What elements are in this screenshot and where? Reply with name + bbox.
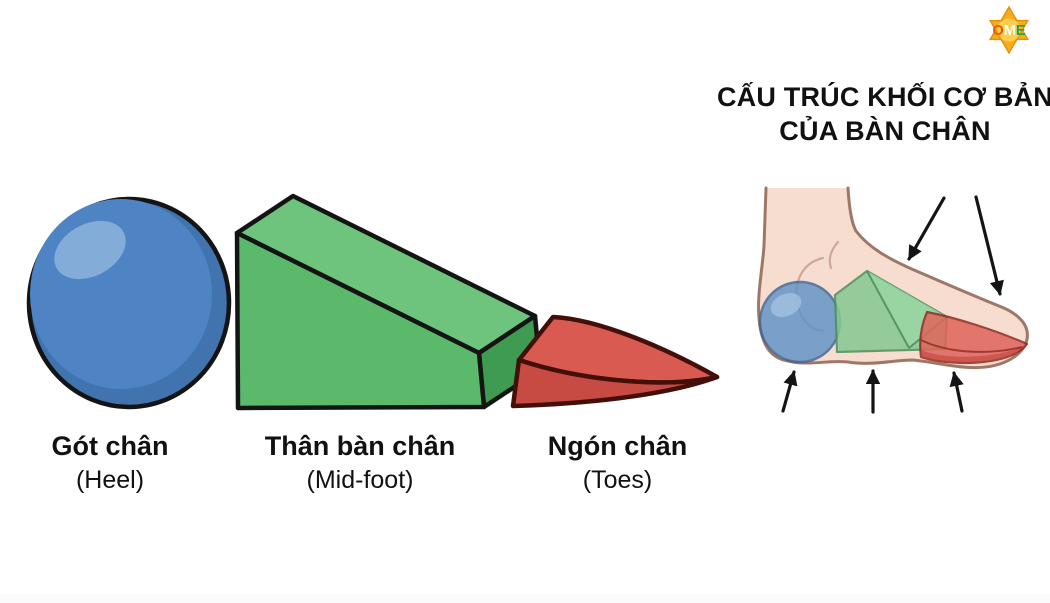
foot-illustration <box>757 186 1029 414</box>
overlay-toes-wedge-front-face <box>921 344 1027 363</box>
instep-detail-line <box>828 240 840 270</box>
arrow-down-midfoot <box>907 196 946 261</box>
heel-sphere-block <box>26 196 232 410</box>
midfoot-wedge-block <box>234 193 543 411</box>
sphere-body <box>30 199 212 389</box>
label-heel-en: (Heel) <box>75 466 145 494</box>
overlay-wedge-edge-1 <box>866 270 910 349</box>
overlay-heel-ball <box>758 280 842 364</box>
overlay-heel-ball-highlight <box>770 292 802 318</box>
arrow-down-toes <box>974 195 1004 296</box>
arrow-up-heel <box>781 370 798 413</box>
title-line-1: CẤU TRÚC KHỐI CƠ BẢN <box>716 82 1050 112</box>
foot-overlay-toes-wedge <box>919 310 1029 365</box>
label-toes-en: (Toes) <box>582 466 653 494</box>
title-line-2: CỦA BÀN CHÂN <box>779 116 991 146</box>
label-heel: Gót chân (Heel) <box>5 431 215 494</box>
brand-logo: OME <box>988 6 1030 54</box>
label-midfoot: Thân bàn chân (Mid-foot) <box>245 431 475 494</box>
foot-overlay-heel-ball <box>758 280 842 364</box>
diagram-title: CẤU TRÚC KHỐI CƠ BẢN CỦA BÀN CHÂN <box>690 80 1050 148</box>
watermark-strip <box>0 594 1050 603</box>
toes-wedge-block <box>510 314 720 409</box>
sphere-highlight <box>54 220 126 280</box>
label-toes: Ngón chân (Toes) <box>500 431 735 494</box>
pressure-arrows <box>781 195 1004 414</box>
label-heel-vi: Gót chân <box>51 431 169 461</box>
foot-outline <box>757 186 1029 370</box>
logo-text: OME <box>992 23 1026 39</box>
toe-front-face <box>510 357 720 409</box>
wedge-front-face <box>234 230 487 411</box>
label-midfoot-en: (Mid-foot) <box>306 466 414 494</box>
label-midfoot-vi: Thân bàn chân <box>264 431 456 461</box>
arrow-up-toes <box>949 371 964 413</box>
overlay-toes-divider <box>920 339 1023 353</box>
logo-star-glow <box>997 18 1021 42</box>
label-toes-vi: Ngón chân <box>547 431 688 461</box>
